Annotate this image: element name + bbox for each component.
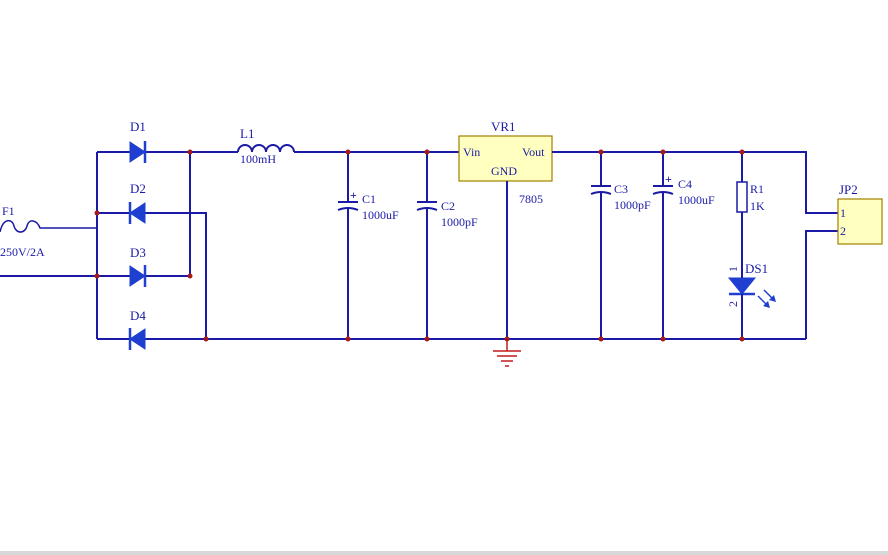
c4-ref: C4 (678, 177, 692, 191)
fuse-value: 250V/2A (0, 245, 45, 259)
light-emission-arrows-icon (757, 289, 776, 308)
led-ds1: DS1 1 2 (726, 261, 776, 339)
c4-plus: + (665, 172, 672, 186)
capacitor-c2: C2 1000pF (416, 152, 478, 339)
c1-plus: + (350, 188, 357, 202)
c4-value: 1000uF (678, 193, 715, 207)
fuse-ref: F1 (2, 204, 15, 218)
capacitor-c1: + C1 1000uF (337, 152, 399, 339)
vr1-pin-vout: Vout (522, 145, 545, 159)
vr1-pin-gnd: GND (491, 164, 517, 178)
connector-jp2: JP2 1 2 (837, 182, 883, 245)
r1-ref: R1 (750, 182, 764, 196)
d3-ref: D3 (130, 245, 146, 260)
resistor-r1: R1 1K (736, 152, 765, 266)
fuse-f1: F1 250V/2A (0, 204, 98, 259)
jp2-pin2: 2 (840, 224, 846, 238)
d4-ref: D4 (130, 308, 146, 323)
ds1-pin1: 1 (726, 266, 740, 272)
diode-d1: D1 (129, 119, 147, 163)
output-rail (552, 151, 838, 214)
c2-value: 1000pF (441, 215, 478, 229)
capacitor-c4: + C4 1000uF (652, 152, 715, 339)
jp2-ref: JP2 (839, 182, 858, 197)
inductor-l1: L1 100mH (190, 126, 459, 166)
c3-value: 1000pF (614, 198, 651, 212)
ds1-ref: DS1 (745, 261, 768, 276)
diode-d4: D4 (128, 308, 146, 350)
c2-ref: C2 (441, 199, 455, 213)
vr1-part: 7805 (519, 192, 543, 206)
bottom-border (0, 551, 888, 555)
capacitor-c3: C3 1000pF (590, 152, 651, 339)
vr1-pin-vin: Vin (463, 145, 480, 159)
diode-d2: D2 (128, 181, 146, 224)
c1-ref: C1 (362, 192, 376, 206)
r1-value: 1K (750, 199, 765, 213)
c3-ref: C3 (614, 182, 628, 196)
return-rail (805, 230, 838, 339)
jp2-pin1: 1 (840, 206, 846, 220)
bridge-rectifier (96, 151, 207, 340)
l1-ref: L1 (240, 126, 254, 141)
regulator-vr1: VR1 Vin Vout GND 7805 (458, 119, 553, 339)
ground-symbol-icon (493, 339, 521, 367)
diode-d3: D3 (129, 245, 147, 287)
l1-value: 100mH (240, 152, 276, 166)
junction-dots (94, 149, 745, 342)
d1-ref: D1 (130, 119, 146, 134)
c1-value: 1000uF (362, 208, 399, 222)
ds1-pin2: 2 (726, 301, 740, 307)
vr1-ref: VR1 (491, 119, 516, 134)
d2-ref: D2 (130, 181, 146, 196)
